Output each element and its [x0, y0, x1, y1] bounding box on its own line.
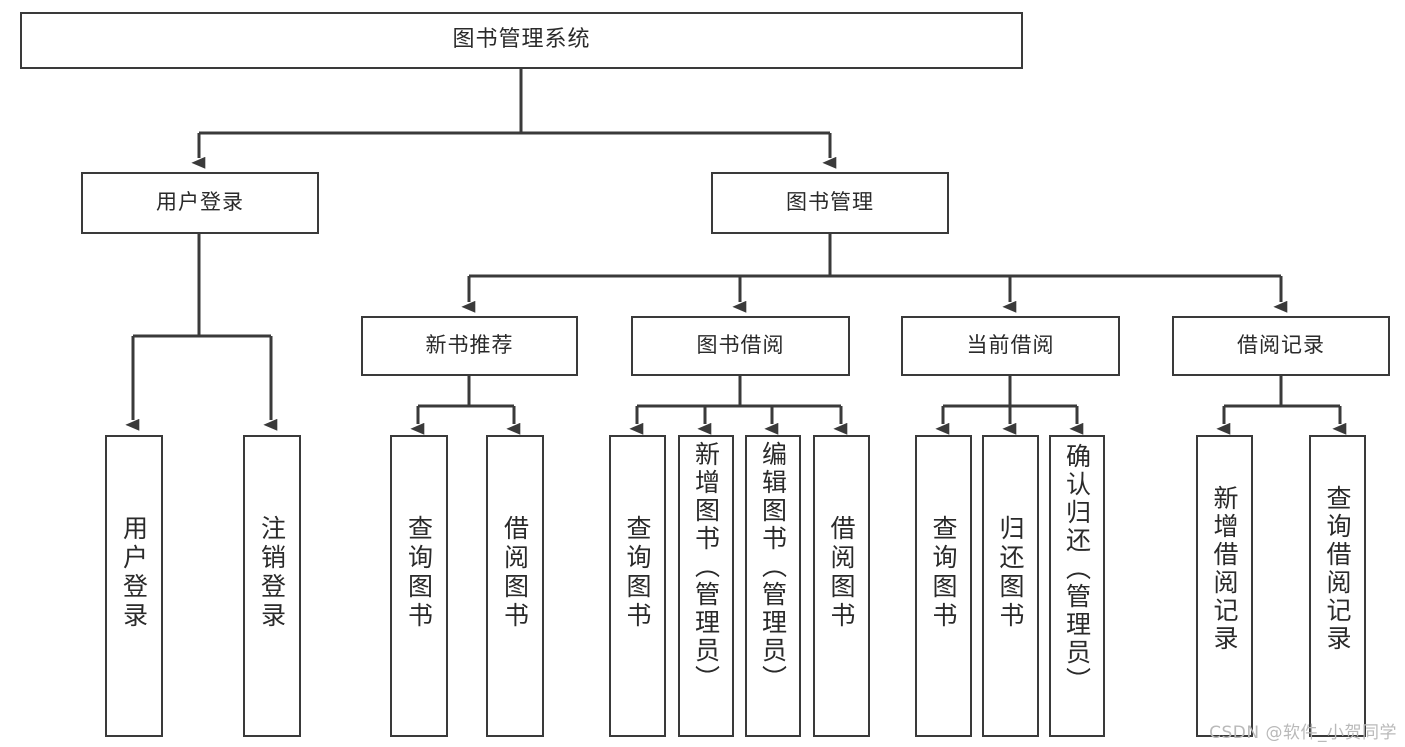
leaf-query-book-borrow-label: 查询图书: [623, 515, 652, 631]
node-current-borrow-label: 当前借阅: [966, 333, 1055, 358]
node-book-management[interactable]: 图书管理: [711, 172, 949, 234]
leaf-confirm-return-admin[interactable]: 确认归还（管理员）: [1049, 435, 1105, 737]
leaf-borrow-book-recommend[interactable]: 借阅图书: [486, 435, 544, 737]
node-root-label: 图书管理系统: [452, 27, 591, 53]
leaf-edit-book-admin[interactable]: 编辑图书（管理员）: [745, 435, 801, 737]
node-current-borrow[interactable]: 当前借阅: [901, 316, 1120, 376]
leaf-query-book-recommend-label: 查询图书: [404, 515, 434, 631]
node-book-borrow-label: 图书借阅: [696, 333, 785, 358]
node-user-login[interactable]: 用户登录: [81, 172, 319, 234]
leaf-confirm-return-admin-label: 确认归还（管理员）: [1062, 443, 1092, 695]
node-book-borrow[interactable]: 图书借阅: [631, 316, 850, 376]
leaf-add-borrow-record[interactable]: 新增借阅记录: [1196, 435, 1253, 737]
node-user-login-label: 用户登录: [156, 190, 244, 215]
leaf-query-borrow-record-label: 查询借阅记录: [1323, 485, 1352, 653]
node-borrow-record[interactable]: 借阅记录: [1172, 316, 1390, 376]
leaf-edit-book-admin-label: 编辑图书（管理员）: [758, 441, 788, 693]
node-root[interactable]: 图书管理系统: [20, 12, 1023, 69]
leaf-add-book-admin[interactable]: 新增图书（管理员）: [678, 435, 734, 737]
leaf-query-book-current[interactable]: 查询图书: [915, 435, 972, 737]
leaf-borrow-book-borrow-label: 借阅图书: [827, 515, 856, 631]
leaf-add-borrow-record-label: 新增借阅记录: [1210, 485, 1239, 653]
leaf-query-book-borrow[interactable]: 查询图书: [609, 435, 666, 737]
leaf-query-book-recommend[interactable]: 查询图书: [390, 435, 448, 737]
node-new-book-recommend[interactable]: 新书推荐: [361, 316, 578, 376]
leaf-return-book[interactable]: 归还图书: [982, 435, 1039, 737]
leaf-return-book-label: 归还图书: [996, 515, 1025, 631]
leaf-user-login-label: 用户登录: [119, 515, 149, 631]
leaf-query-borrow-record[interactable]: 查询借阅记录: [1309, 435, 1366, 737]
node-borrow-record-label: 借阅记录: [1237, 333, 1325, 358]
node-new-book-recommend-label: 新书推荐: [425, 333, 514, 358]
leaf-borrow-book-borrow[interactable]: 借阅图书: [813, 435, 870, 737]
node-book-management-label: 图书管理: [786, 190, 874, 215]
leaf-query-book-current-label: 查询图书: [929, 515, 958, 631]
leaf-logout-label: 注销登录: [257, 515, 287, 631]
leaf-add-book-admin-label: 新增图书（管理员）: [691, 441, 721, 693]
leaf-borrow-book-recommend-label: 借阅图书: [500, 515, 530, 631]
leaf-user-login[interactable]: 用户登录: [105, 435, 163, 737]
leaf-logout[interactable]: 注销登录: [243, 435, 301, 737]
